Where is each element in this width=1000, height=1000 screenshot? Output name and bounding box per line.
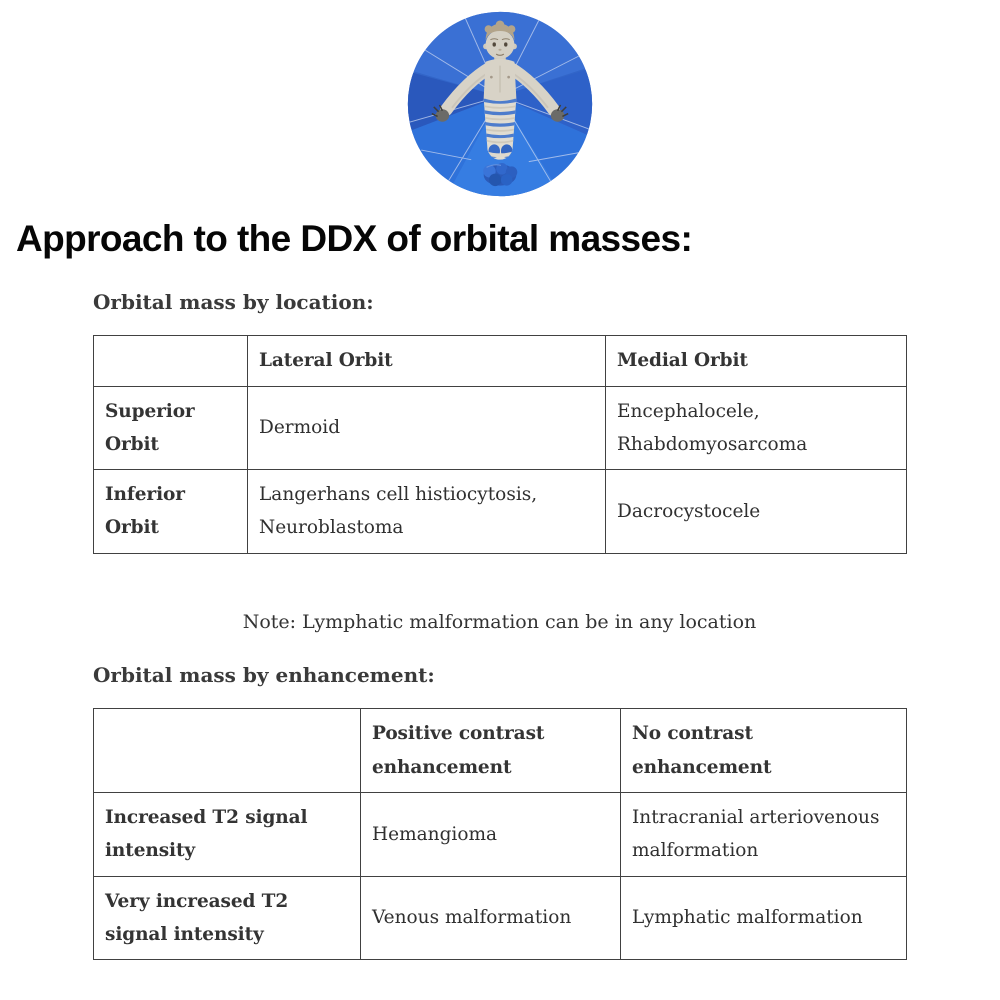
table-row-inferior-orbit: Inferior Orbit Langerhans cell histiocyt… — [93, 469, 907, 554]
section-heading-enhancement: Orbital mass by enhancement: — [93, 663, 435, 688]
hero-image — [404, 8, 596, 200]
cell-very-increased-positive: Venous malformation — [360, 875, 621, 961]
location-corner-cell — [93, 334, 248, 387]
row-header-superior-orbit: Superior Orbit — [93, 385, 248, 471]
row-header-inferior-orbit: Inferior Orbit — [93, 469, 248, 554]
infant-figure — [431, 20, 569, 187]
hand-right — [550, 104, 569, 122]
cell-increased-none: Intracranial arteriovenous malformation — [620, 792, 907, 877]
swaddled-infant-roundel-illustration — [407, 11, 593, 197]
cell-superior-lateral: Dermoid — [247, 385, 606, 471]
enhancement-corner-cell — [93, 708, 361, 794]
enhancement-table-header-row: Positive contrast enhancement No contras… — [93, 708, 907, 794]
col-header-lateral-orbit: Lateral Orbit — [247, 334, 606, 387]
cell-very-increased-none: Lymphatic malformation — [620, 875, 907, 961]
cell-increased-positive: Hemangioma — [360, 792, 621, 877]
row-header-increased-t2: Increased T2 signal intensity — [93, 792, 361, 877]
note-text: Note: Lymphatic malformation can be in a… — [242, 610, 757, 633]
col-header-no-contrast: No contrast enhancement — [620, 708, 907, 794]
cell-inferior-lateral: Langerhans cell histiocytosis, Neuroblas… — [247, 469, 606, 554]
table-row-very-increased-t2: Very increased T2 signal intensity Venou… — [93, 875, 907, 961]
col-header-positive-contrast: Positive contrast enhancement — [360, 708, 621, 794]
table-row-superior-orbit: Superior Orbit Dermoid Encephalocele, Rh… — [93, 385, 907, 471]
location-table-header-row: Lateral Orbit Medial Orbit — [93, 334, 907, 387]
content-column: Orbital mass by location: Lateral Orbit … — [93, 289, 907, 961]
infant-head — [483, 20, 517, 59]
enhancement-table: Positive contrast enhancement No contras… — [93, 708, 907, 961]
col-header-medial-orbit: Medial Orbit — [605, 334, 907, 387]
page-title: Approach to the DDX of orbital masses: — [16, 218, 693, 259]
table-row-increased-t2: Increased T2 signal intensity Hemangioma… — [93, 792, 907, 877]
section-heading-location: Orbital mass by location: — [93, 289, 374, 314]
drapery-bundle — [483, 163, 518, 187]
cell-superior-medial: Encephalocele, Rhabdomyosarcoma — [605, 385, 907, 471]
cell-inferior-medial: Dacrocystocele — [605, 469, 907, 554]
hand-left — [431, 104, 450, 122]
location-table: Lateral Orbit Medial Orbit Superior Orbi… — [93, 334, 907, 554]
row-header-very-increased-t2: Very increased T2 signal intensity — [93, 875, 361, 961]
